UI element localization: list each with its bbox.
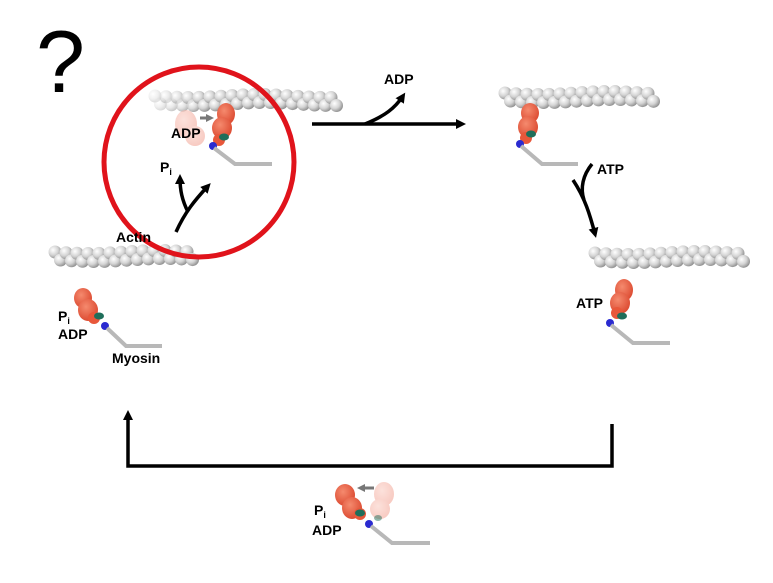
myosin-left [74, 288, 162, 348]
label-atp-right-arrow: ATP [597, 161, 624, 177]
myosin-tail [212, 146, 272, 166]
converter-domain [219, 133, 229, 141]
question-mark: ? [36, 12, 85, 111]
actin-bead [330, 98, 343, 112]
actin-bead [647, 94, 660, 108]
arrow-adp-release [312, 92, 466, 129]
label-myosin: Myosin [112, 350, 161, 366]
myosin-right [606, 279, 670, 345]
actin-bead [737, 254, 750, 268]
label-atp-right-bound: ATP [576, 295, 603, 311]
label-adp-top-arrow: ADP [384, 71, 414, 87]
highlight-circle [101, 64, 297, 260]
myosin-head-faded [175, 110, 205, 146]
label-pi-circle: Pi [160, 159, 172, 177]
actin-filament-circle [148, 88, 343, 112]
label-adp-left: ADP [58, 326, 88, 342]
myosin-circle [175, 103, 272, 166]
arrow-recovery-loop [123, 410, 614, 468]
label-pi-bottom: Pi [314, 502, 326, 520]
arrow-pi-release [174, 174, 211, 233]
actin-filament-top-right [498, 85, 660, 109]
label-pi-left: Pi [58, 308, 70, 326]
myosin-top-right [516, 103, 578, 166]
label-adp-circle: ADP [171, 125, 201, 141]
actin-filament-right [588, 245, 750, 269]
label-actin: Actin [116, 229, 151, 245]
label-adp-bottom: ADP [312, 522, 342, 538]
arrow-atp-binding [571, 162, 599, 238]
myosin-bottom [335, 482, 430, 545]
